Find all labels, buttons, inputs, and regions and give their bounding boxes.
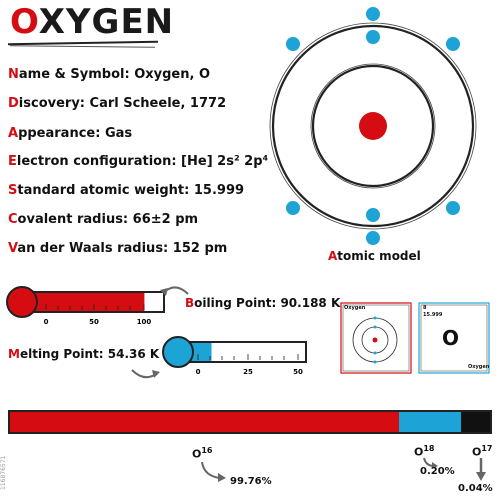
info-cap: V (8, 241, 18, 256)
isotope-mass: 17 (481, 444, 493, 453)
orbital-tile-caption: Oxygen (344, 305, 366, 311)
isotope-mass: 16 (201, 446, 213, 455)
inner-orbit-sketch (310, 63, 436, 189)
boiling-bulb (6, 286, 38, 318)
info-name-symbol: Name & Symbol: Oxygen, O (8, 67, 210, 82)
isotope-segment-16 (10, 412, 399, 432)
melting-tick-label: 50 (293, 368, 303, 376)
melting-bulb (162, 336, 194, 368)
info-text: ppearance: Gas (18, 126, 133, 141)
title-rest: XYGEN (38, 2, 175, 42)
isotope-17-label: O17 (472, 444, 493, 459)
isotope-18-label: O18 (414, 444, 435, 459)
info-cap: N (8, 67, 19, 82)
electron (366, 30, 380, 44)
electron (366, 208, 380, 222)
bp-rest: oiling Point: 90.188 K (194, 296, 341, 310)
melting-arrow-icon (131, 369, 160, 379)
info-discovery: Discovery: Carl Scheele, 1772 (8, 96, 226, 111)
isotope-18-arrow-icon (423, 457, 438, 469)
outer-orbit (271, 24, 475, 228)
info-text: an der Waals radius: 152 pm (17, 241, 228, 256)
isotope-bar (8, 410, 492, 434)
page-title: OXYGEN (10, 2, 174, 42)
inner-orbit (311, 64, 435, 188)
title-underline-2 (9, 45, 156, 48)
isotope-mass: 18 (423, 444, 435, 453)
electron (446, 201, 460, 215)
info-atomic-weight: Standard atomic weight: 15.999 (8, 183, 244, 198)
info-cap: E (8, 154, 17, 169)
isotope-17-arrow-icon (476, 458, 486, 481)
boiling-arrow-icon (160, 286, 189, 296)
watermark-id: 116876571 (0, 455, 7, 490)
boiling-tick-label: 100 (137, 318, 152, 326)
atom-label-rest: tomic model (337, 249, 421, 263)
info-text: lectron configuration: [He] 2s² 2p⁴ (16, 154, 269, 169)
info-cap: A (8, 126, 19, 141)
nucleus (359, 112, 387, 140)
isotope-16-label: O16 (192, 446, 213, 461)
orbital-tile (340, 302, 412, 374)
info-cap: S (8, 183, 18, 198)
boiling-fill (24, 293, 145, 311)
info-electron-config: Electron configuration: [He] 2s² 2p⁴ (8, 154, 268, 169)
melting-thermometer: 0 25 50 (162, 336, 307, 376)
boiling-thermometer: 0 50 100 (6, 286, 165, 326)
info-text: ame & Symbol: Oxygen, O (18, 67, 211, 82)
info-covalent-radius: Covalent radius: 66±2 pm (8, 212, 198, 227)
melting-point-label: Melting Point: 54.36 K (8, 347, 159, 361)
element-tile (418, 302, 490, 374)
boiling-point-label: Boiling Point: 90.188 K (185, 296, 340, 310)
melting-tick-label: 25 (243, 368, 253, 376)
info-text: tandard atomic weight: 15.999 (17, 183, 245, 198)
mp-cap: M (8, 347, 20, 361)
electron (366, 7, 380, 21)
isotope-17-percent: 0.04% (458, 483, 493, 494)
element-tile-number: 8 (423, 305, 427, 311)
info-text: ovalent radius: 66±2 pm (17, 212, 199, 227)
isotope-segment-17 (461, 412, 490, 432)
boiling-ticks (45, 304, 145, 310)
electron (446, 37, 460, 51)
electron (286, 201, 300, 215)
element-tile-caption: Oxygen (468, 364, 490, 370)
title-first-letter: O (10, 2, 39, 42)
bp-cap: B (185, 296, 195, 310)
info-vdw-radius: Van der Waals radius: 152 pm (8, 241, 227, 256)
melting-tick-label: 0 (196, 368, 201, 376)
boiling-tick-label: 0 (44, 318, 49, 326)
melting-ticks (197, 354, 299, 360)
electron (286, 37, 300, 51)
info-appearance: Appearance: Gas (8, 126, 132, 141)
isotope-segment-18 (398, 412, 462, 432)
info-cap: C (8, 212, 18, 227)
boiling-tick-label: 50 (89, 318, 99, 326)
isotope-16-percent: 99.76% (230, 476, 272, 487)
element-tile-weight: 15.999 (423, 312, 443, 318)
atomic-model (269, 7, 477, 245)
outer-orbit-sketch (269, 22, 477, 230)
info-cap: D (8, 96, 19, 111)
element-tile-symbol: O (442, 326, 460, 350)
electron (366, 231, 380, 245)
mp-rest: elting Point: 54.36 K (19, 347, 160, 361)
atom-label-cap: A (328, 249, 338, 263)
isotope-16-arrow-icon (201, 461, 226, 482)
atomic-model-label: Atomic model (328, 249, 421, 263)
isotope-18-percent: 0.20% (420, 466, 455, 477)
info-text: iscovery: Carl Scheele, 1772 (18, 96, 227, 111)
